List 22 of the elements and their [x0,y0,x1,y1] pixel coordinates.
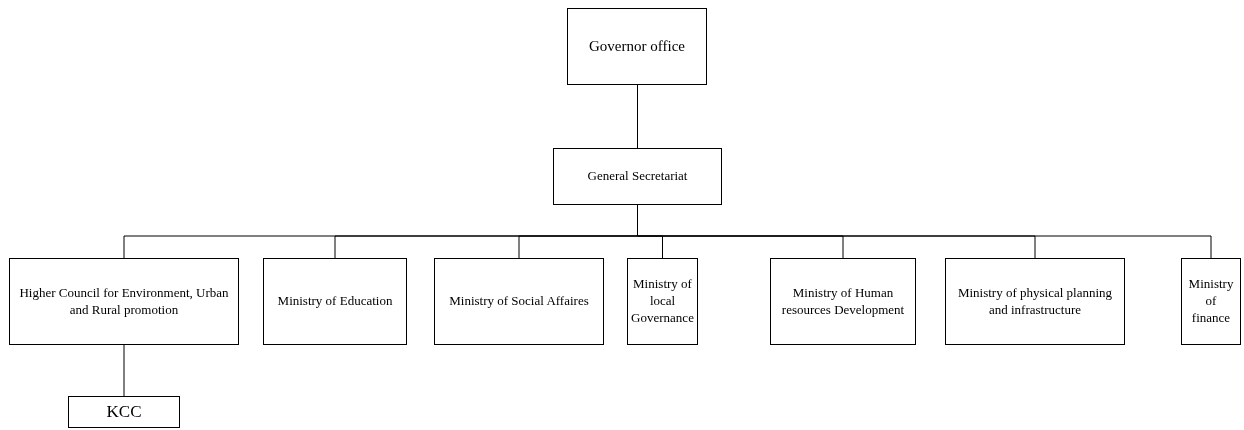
org-box [434,258,604,345]
org-box [68,396,180,428]
box-label: Ministry of Human resources Development [780,284,906,319]
box-label: Ministry of local Governance [631,276,694,327]
box-label: Ministry of Education [277,293,393,310]
box-label: Higher Council for Environment, Urban and Rural promotion [18,284,230,319]
org-box [945,258,1125,345]
connector-line [123,344,125,397]
connector-line [637,84,638,149]
org-box [567,8,707,85]
org-box [553,148,722,205]
box-label: Ministry of Social Affaires [449,293,589,310]
org-box [627,258,698,345]
box-label: Ministry of physical planning and infrastructure [956,284,1114,319]
box-label: Ministry of finance [1187,276,1235,327]
box-label: General Secretariat [587,168,688,185]
org-box [9,258,239,345]
org-box [263,258,407,345]
box-label: KCC [106,400,142,423]
box-label: Governor office [589,36,685,56]
org-box [1181,258,1241,345]
org-box [770,258,916,345]
